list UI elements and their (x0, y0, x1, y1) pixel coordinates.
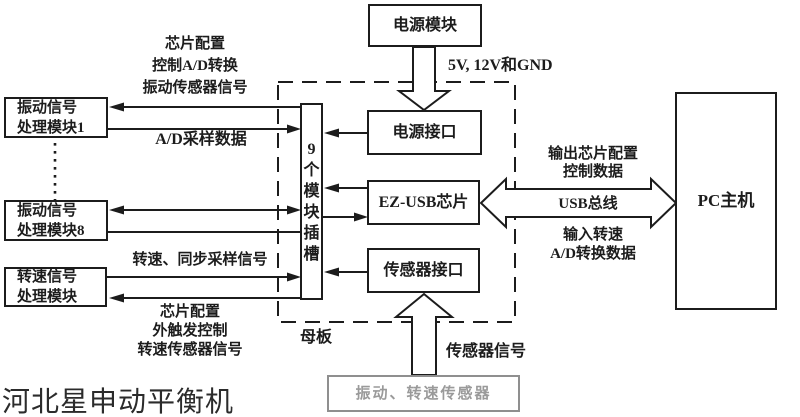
sensor-signal-label: 传感器信号 (445, 343, 526, 360)
bottom-left-config-label: 芯片配置 外触发控制 转速传感器信号 (137, 304, 243, 358)
arrowhead-right-vib8 (287, 205, 301, 215)
power-interface-box: 电源接口 (367, 110, 482, 155)
vibration-module-8-box: 振动信号 处理模块8 (4, 200, 108, 241)
left-signal-lines (107, 106, 300, 299)
arrowhead-left-speed (109, 293, 124, 303)
module-slot-box: 9 个 模 块 插 槽 (300, 103, 323, 300)
block-arrows (393, 46, 678, 376)
arrowhead-right-speed (287, 272, 301, 282)
speed-module-label: 转速信号 处理模块 (17, 269, 78, 305)
vibration-module-8-label: 振动信号 处理模块8 (17, 202, 85, 239)
arrowhead-right-vib1 (287, 124, 301, 134)
usb-chip-box: EZ-USB芯片 (367, 180, 480, 225)
speed-sync-label: 转速、同步采样信号 (132, 252, 268, 268)
power-interface-label: 电源接口 (392, 123, 457, 141)
pc-host-label: PC主机 (697, 191, 755, 210)
arrowhead-power-interface (324, 128, 339, 138)
speed-module-box: 转速信号 处理模块 (4, 267, 107, 307)
arrowhead-sensor-interface (324, 267, 339, 277)
sensor-up-arrow (393, 292, 455, 376)
arrowhead-left-vib1 (109, 102, 124, 112)
sensors-box: 振动、转速传感器 (327, 375, 520, 412)
power-supply-label: 5V, 12V和GND (448, 57, 553, 74)
slot-interface-lines (323, 132, 367, 273)
sensor-interface-box: 传感器接口 (367, 248, 480, 293)
arrow-heads (109, 102, 368, 303)
arrowhead-left-vib8 (109, 205, 124, 215)
usb-bus-label: USB总线 (558, 196, 618, 212)
arrowhead-slot-to-usb (354, 212, 368, 222)
vibration-module-1-label: 振动信号 处理模块1 (17, 99, 85, 136)
vibration-module-1-box: 振动信号 处理模块1 (4, 97, 108, 138)
usb-chip-label: EZ-USB芯片 (378, 193, 469, 211)
power-down-arrow (396, 46, 452, 112)
power-module-label: 电源模块 (392, 16, 457, 34)
sensor-interface-label: 传感器接口 (383, 261, 464, 279)
arrowhead-usb-to-slot (324, 183, 339, 193)
ad-sample-label: A/D采样数据 (155, 131, 247, 148)
watermark-text: 河北星申动平衡机 (2, 386, 235, 417)
top-left-config-label: 芯片配置 控制A/D转换 振动传感器信号 (142, 36, 248, 96)
motherboard-label: 母板 (299, 329, 332, 346)
sensors-box-label: 振动、转速传感器 (355, 385, 492, 402)
pc-host-box: PC主机 (675, 92, 777, 310)
input-data-label: 输入转速 A/D转换数据 (550, 227, 636, 262)
output-config-label: 输出芯片配置 控制数据 (547, 146, 638, 180)
power-module-box: 电源模块 (368, 4, 482, 47)
module-slot-label: 9 个 模 块 插 槽 (303, 140, 320, 263)
